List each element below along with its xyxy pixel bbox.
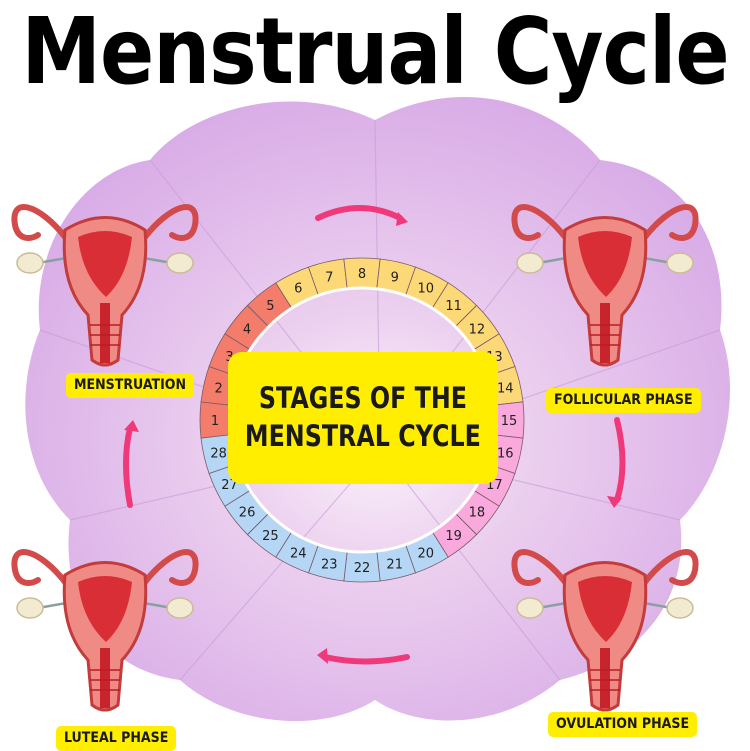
day-number: 24	[290, 546, 307, 561]
day-number: 9	[391, 271, 399, 286]
day-number: 8	[358, 267, 366, 282]
day-number: 6	[294, 282, 302, 297]
day-number: 4	[243, 322, 251, 337]
day-number: 28	[210, 447, 227, 462]
arrow-head-icon	[317, 648, 328, 664]
day-number: 25	[262, 529, 279, 544]
day-number: 20	[418, 546, 435, 561]
curved-arrow-icon	[315, 205, 403, 221]
day-number: 23	[321, 557, 338, 572]
day-number: 1	[211, 414, 219, 429]
page-title: Menstrual Cycle	[21, 0, 729, 105]
phase-label-ovulation: OVULATION PHASE	[548, 712, 698, 738]
cycle-arrows	[123, 205, 626, 665]
arrow-head-icon	[607, 496, 622, 508]
phase-label-follicular: FOLLICULAR PHASE	[546, 388, 701, 414]
center-title-line1: STAGES OF THE	[258, 381, 468, 416]
curved-arrow-icon	[322, 654, 410, 665]
day-number: 2	[215, 381, 223, 396]
phase-label-luteal: LUTEAL PHASE	[56, 726, 177, 751]
curved-arrow-icon	[614, 417, 626, 503]
day-number: 16	[497, 447, 514, 462]
day-number: 10	[418, 282, 435, 297]
day-number: 18	[469, 506, 486, 521]
day-number: 7	[325, 271, 333, 286]
day-number: 14	[497, 381, 514, 396]
day-number: 21	[386, 557, 403, 572]
cycle-ring: 1234567891011121314151617181920212223242…	[199, 257, 525, 583]
day-number: 22	[354, 561, 371, 576]
arrow-head-icon	[124, 420, 139, 432]
center-title-box: STAGES OF THE MENSTRAL CYCLE	[228, 352, 498, 484]
day-number: 15	[501, 414, 518, 429]
center-title-line2: MENSTRAL CYCLE	[245, 419, 481, 453]
day-number: 19	[445, 529, 462, 544]
day-number: 26	[239, 506, 256, 521]
arrow-head-icon	[396, 212, 408, 226]
day-number: 12	[469, 322, 486, 337]
curved-arrow-icon	[123, 425, 133, 508]
day-number: 5	[266, 299, 274, 314]
day-number: 11	[445, 299, 462, 314]
phase-label-menstruation: MENSTRUATION	[66, 373, 195, 399]
